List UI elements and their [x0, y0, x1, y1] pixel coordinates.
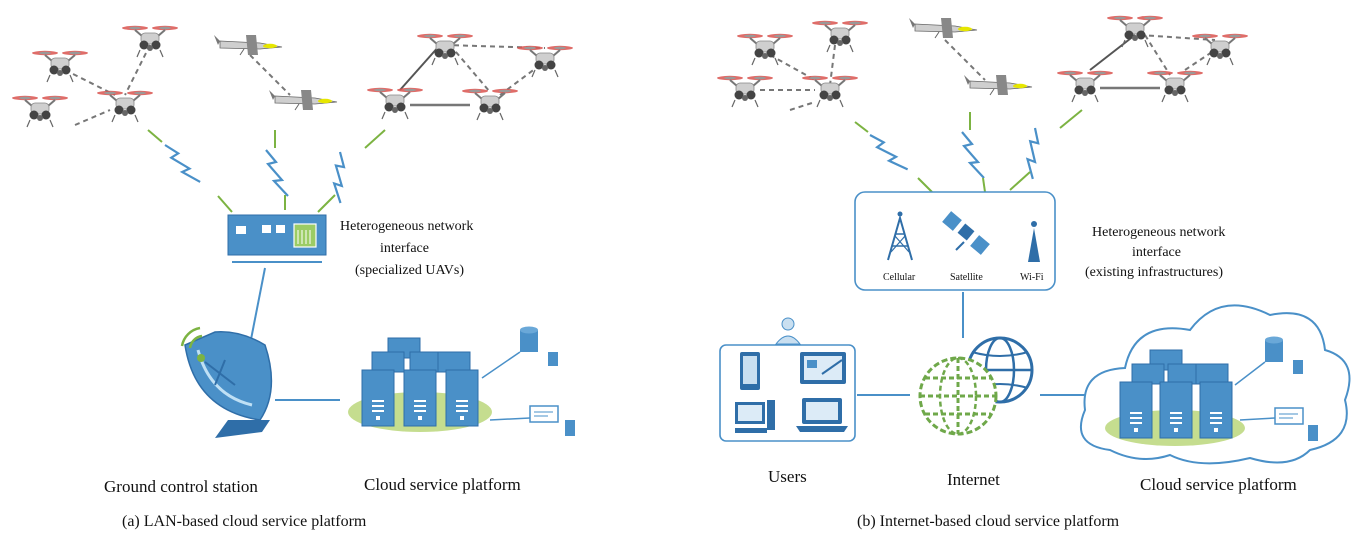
drone-swarm-a-right	[366, 32, 574, 121]
interface-label-a-line3: (specialized UAVs)	[355, 263, 464, 278]
quadcopter-icon	[1146, 69, 1204, 103]
cloud-server-cluster-a	[348, 337, 492, 432]
cloud-platform-label-a: Cloud service platform	[364, 475, 521, 494]
payment-terminal-icon	[1239, 407, 1318, 441]
caption-a: (a) LAN-based cloud service platform	[122, 513, 367, 530]
laptop-icon	[796, 398, 848, 432]
cloud-platform-label-b: Cloud service platform	[1140, 475, 1297, 494]
ground-station-label: Ground control station	[104, 477, 258, 496]
wireless-links-a	[147, 129, 386, 213]
interface-label-a-line1: Heterogeneous network	[340, 219, 473, 234]
fixed-wing-uav-icon	[963, 74, 1033, 96]
drone-swarm-b-right	[1056, 14, 1249, 103]
caption-b: (b) Internet-based cloud service platfor…	[857, 513, 1120, 530]
quadcopter-icon	[1106, 14, 1164, 49]
panel-a: Heterogeneous network interface (special…	[11, 24, 575, 530]
internet-globe-icon	[918, 336, 1034, 436]
fixed-wing-uav-icon	[908, 17, 978, 39]
satellite-dish-icon	[180, 326, 273, 438]
interface-label-b-line2: interface	[1132, 245, 1181, 260]
users-device-box	[719, 317, 856, 442]
fixed-wing-uav-icon	[268, 89, 338, 111]
smartphone-icon	[740, 352, 760, 390]
cellular-label: Cellular	[883, 272, 916, 283]
users-label: Users	[768, 467, 807, 486]
quadcopter-icon	[811, 19, 869, 53]
tablet-icon	[800, 352, 846, 384]
interface-label-b-line1: Heterogeneous network	[1092, 225, 1225, 240]
wifi-label: Wi-Fi	[1020, 272, 1044, 283]
panel-b: Cellular Satellite Wi-Fi Heterogeneous n…	[716, 14, 1351, 530]
cell-tower-icon	[887, 211, 913, 261]
interface-label-b-line3: (existing infrastructures)	[1085, 265, 1223, 280]
quadcopter-icon	[736, 32, 794, 66]
quadcopter-icon	[716, 74, 774, 108]
satellite-icon	[942, 211, 990, 255]
quadcopter-icon	[31, 49, 89, 83]
fixed-wing-uav-icon	[213, 34, 283, 56]
quadcopter-icon	[11, 94, 69, 128]
satellite-label: Satellite	[950, 272, 983, 283]
wireless-links-b	[854, 109, 1083, 193]
network-interface-device-a	[227, 214, 327, 263]
interface-label-a-line2: interface	[380, 241, 429, 256]
drone-swarm-a-left	[11, 24, 179, 128]
quadcopter-icon	[801, 74, 859, 108]
quadcopter-icon	[516, 44, 574, 78]
payment-terminal-icon	[489, 405, 575, 436]
quadcopter-icon	[461, 87, 519, 121]
quadcopter-icon	[121, 24, 179, 58]
cloud-server-cluster-b	[1105, 349, 1245, 446]
user-avatar-icon	[774, 317, 802, 345]
network-interface-box-b: Cellular Satellite Wi-Fi	[854, 191, 1056, 291]
fixed-wing-pair-b	[908, 17, 1033, 96]
internet-label: Internet	[947, 470, 1000, 489]
desktop-computer-icon	[735, 400, 775, 433]
database-icon	[481, 326, 558, 379]
quadcopter-icon	[366, 86, 424, 120]
quadcopter-icon	[96, 89, 154, 123]
wifi-antenna-icon	[1028, 221, 1040, 262]
fixed-wing-pair-a	[213, 34, 338, 111]
drone-swarm-b-left	[716, 19, 869, 111]
database-icon	[1234, 336, 1303, 386]
quadcopter-icon	[1056, 69, 1114, 103]
